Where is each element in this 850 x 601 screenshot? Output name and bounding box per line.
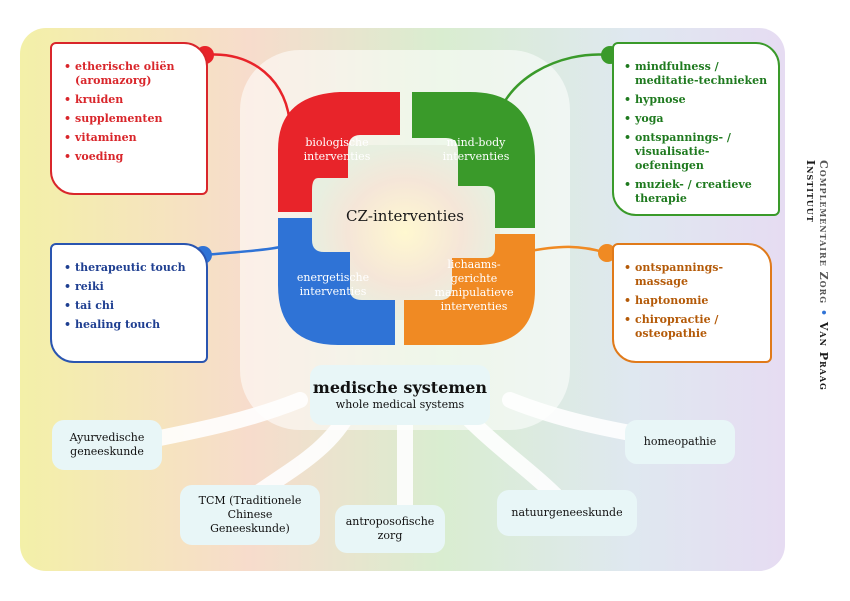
system-homeopathie: homeopathie [625, 420, 735, 464]
quadrant-mindbody-label-2: interventies [443, 150, 510, 163]
quadrant-lichaam-label-1: lichaams- [447, 258, 500, 271]
system-ayurveda: Ayurvedische geneeskunde [52, 420, 162, 470]
red-connector [204, 53, 292, 131]
quadrant-biologisch-label-1: biologische [305, 136, 368, 149]
quadrant-biologisch-label-2: interventies [304, 150, 371, 163]
list-item: supplementen [64, 112, 198, 126]
list-item: healing touch [64, 318, 198, 332]
list-item: kruiden [64, 93, 198, 107]
list-item: ontspannings-massage [624, 261, 764, 289]
list-item: hypnose [624, 93, 772, 107]
list-item: vitaminen [64, 131, 198, 145]
list-item: yoga [624, 112, 772, 126]
list-item: etherische oliën (aromazorg) [64, 60, 198, 88]
list-item: voeding [64, 150, 198, 164]
system-antroposofie: antroposofische zorg [335, 505, 445, 553]
side-brand: Complementaire Zorg • Van Praag Instituu… [790, 160, 830, 440]
quadrant-lichaam-label-4: interventies [441, 300, 508, 313]
biologisch-list-box: etherische oliën (aromazorg) kruiden sup… [50, 42, 208, 195]
quadrant-mindbody-label-1: mind-body [447, 136, 506, 149]
center-title: CZ-interventies [346, 207, 464, 225]
side-brand-part1: Complementaire Zorg [817, 160, 830, 305]
list-item: muziek- / creatieve therapie [624, 178, 772, 206]
side-brand-sep: • [817, 308, 830, 317]
energetisch-list-box: therapeutic touch reiki tai chi healing … [50, 243, 208, 363]
list-item: tai chi [64, 299, 198, 313]
list-item: mindfulness / meditatie-technieken [624, 60, 772, 88]
systems-title: medische systemen [312, 378, 488, 397]
system-tcm: TCM (Traditionele Chinese Geneeskunde) [180, 485, 320, 545]
system-natuur: natuurgeneeskunde [497, 490, 637, 536]
list-item: ontspannings- / visualisatie-oefeningen [624, 131, 772, 173]
list-item: chiropractie / osteopathie [624, 313, 764, 341]
quadrant-biologisch [278, 92, 400, 212]
orange-node-icon [598, 244, 616, 262]
quadrant-energetisch [278, 218, 395, 345]
systems-subtitle: whole medical systems [335, 398, 465, 411]
list-item: reiki [64, 280, 198, 294]
quadrant-energetisch-label-1: energetische [297, 271, 369, 284]
systems-hub: medische systemen whole medical systems [310, 365, 490, 425]
side-brand-part2: Van Praag Instituut [804, 160, 830, 391]
list-item: haptonomie [624, 294, 764, 308]
mindbody-list-box: mindfulness / meditatie-technieken hypno… [612, 42, 780, 216]
quadrant-lichaam [404, 234, 535, 345]
quadrant-lichaam-label-3: manipulatieve [435, 286, 514, 299]
quadrant-mindbody [412, 92, 535, 228]
lichaam-list-box: ontspannings-massage haptonomie chiropra… [612, 243, 772, 363]
list-item: therapeutic touch [64, 261, 198, 275]
quadrant-lichaam-label-2: gerichte [451, 272, 498, 285]
quadrant-energetisch-label-2: interventies [300, 285, 367, 298]
